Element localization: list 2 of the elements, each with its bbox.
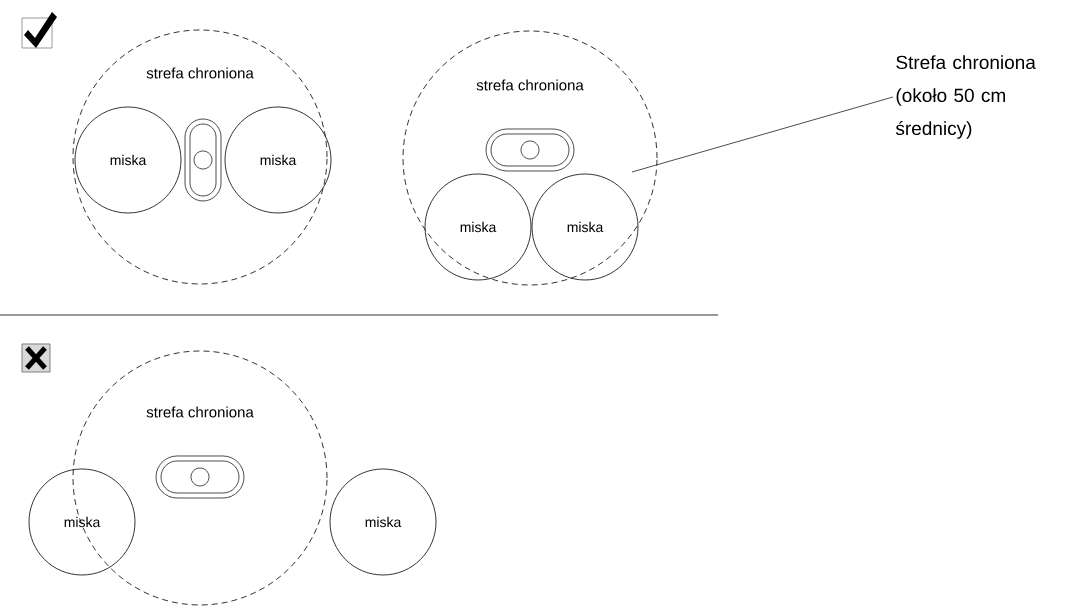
leader-line xyxy=(631,96,894,173)
callout-text: Strefa chroniona (około 50 cm średnicy) xyxy=(895,55,1036,139)
